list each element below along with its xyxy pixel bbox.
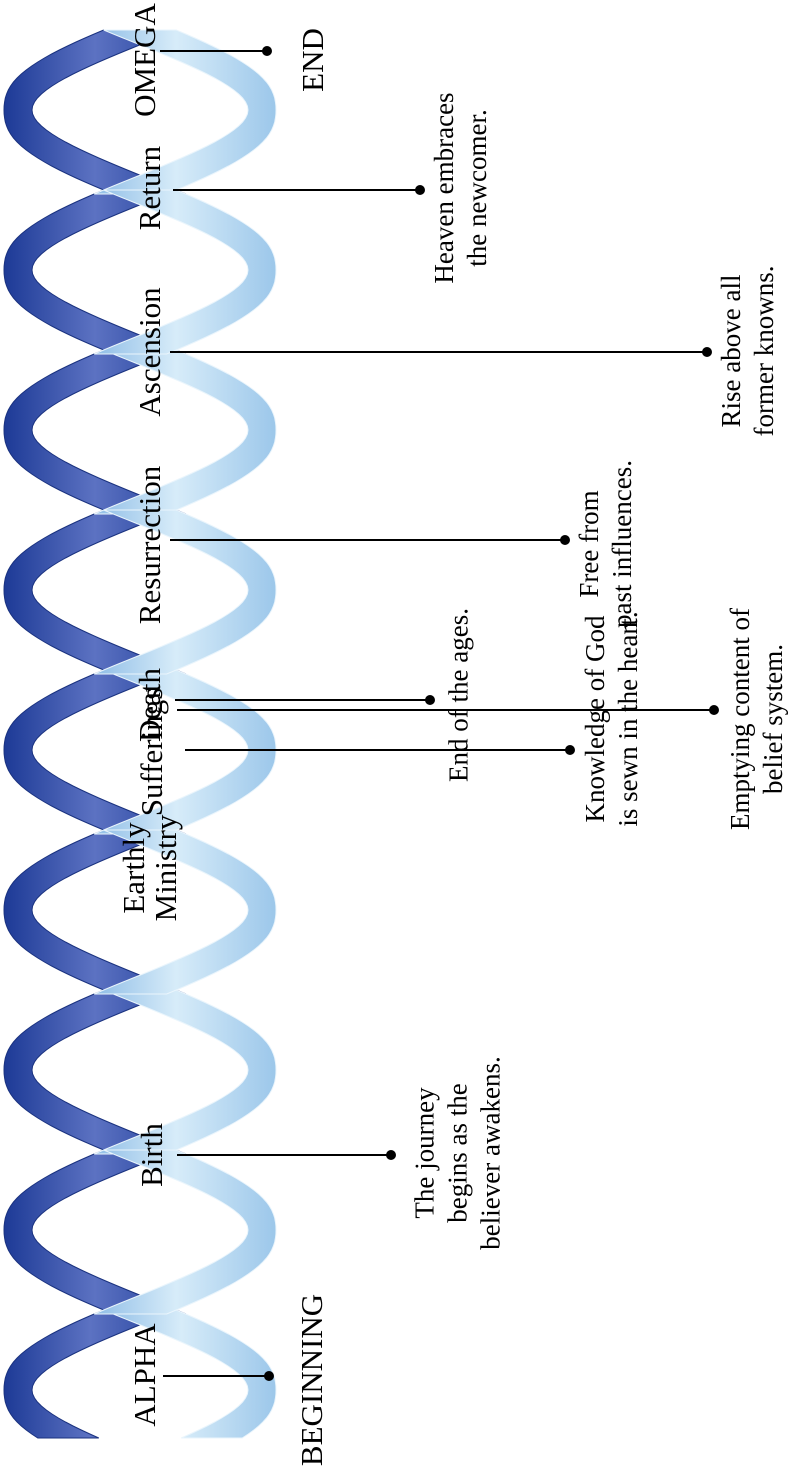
sufferings-dot xyxy=(709,705,719,715)
helix-ribbon-segment xyxy=(94,189,277,355)
helix-ribbon-segment xyxy=(3,1309,177,1439)
birth-leader xyxy=(177,1154,391,1156)
alpha-label: ALPHA xyxy=(127,1323,162,1427)
beginning-label: BEGINNING xyxy=(294,1293,329,1467)
helix-front-strand xyxy=(94,29,277,1439)
ascension-leader xyxy=(170,351,707,353)
stage-description-ascension: Rise above all former knowns. xyxy=(716,265,779,437)
stage-description-birth: The journey begins as the believer awake… xyxy=(409,1056,506,1250)
ascension-dot xyxy=(702,347,712,357)
alpha-dot xyxy=(264,1371,274,1381)
stage-label-ascension: Ascension xyxy=(132,287,167,417)
stage-description-resurrection: Free from past influences. xyxy=(574,460,637,628)
stage-label-earthly-ministry: Earthly Ministry xyxy=(116,814,183,922)
stage-description-earthly-ministry: Knowledge of God is sewn in the heart. xyxy=(580,611,643,827)
earthly-ministry-dot xyxy=(565,745,575,755)
omega-dot xyxy=(262,46,272,56)
resurrection-dot xyxy=(560,535,570,545)
helix-ribbon-segment xyxy=(94,829,277,995)
earthly-ministry-leader xyxy=(185,749,570,751)
stage-label-resurrection: Resurrection xyxy=(132,465,167,625)
omega-leader xyxy=(160,50,267,52)
birth-dot xyxy=(386,1150,396,1160)
helix-ribbon-segment xyxy=(103,1309,277,1439)
resurrection-leader xyxy=(170,539,565,541)
sufferings-leader xyxy=(177,709,714,711)
omega-label: OMEGA xyxy=(127,3,162,117)
stage-label-birth: Birth xyxy=(134,1123,169,1187)
death-dot xyxy=(425,695,435,705)
return-leader xyxy=(173,189,420,191)
alpha-leader xyxy=(163,1375,269,1377)
stage-description-death: End of the ages. xyxy=(443,608,474,782)
death-leader xyxy=(175,699,430,701)
stage-description-return: Heaven embraces the newcomer. xyxy=(429,92,492,284)
return-dot xyxy=(415,185,425,195)
helix-ribbon-segment xyxy=(94,509,277,675)
stage-description-sufferings: Emptying content of belief system. xyxy=(725,608,788,830)
end-label: END xyxy=(295,28,330,92)
stage-label-return: Return xyxy=(132,145,167,231)
helix-back-strand xyxy=(3,29,186,1439)
stage-label-death: Death xyxy=(132,667,167,743)
helix-ribbon-segment xyxy=(94,1149,277,1315)
